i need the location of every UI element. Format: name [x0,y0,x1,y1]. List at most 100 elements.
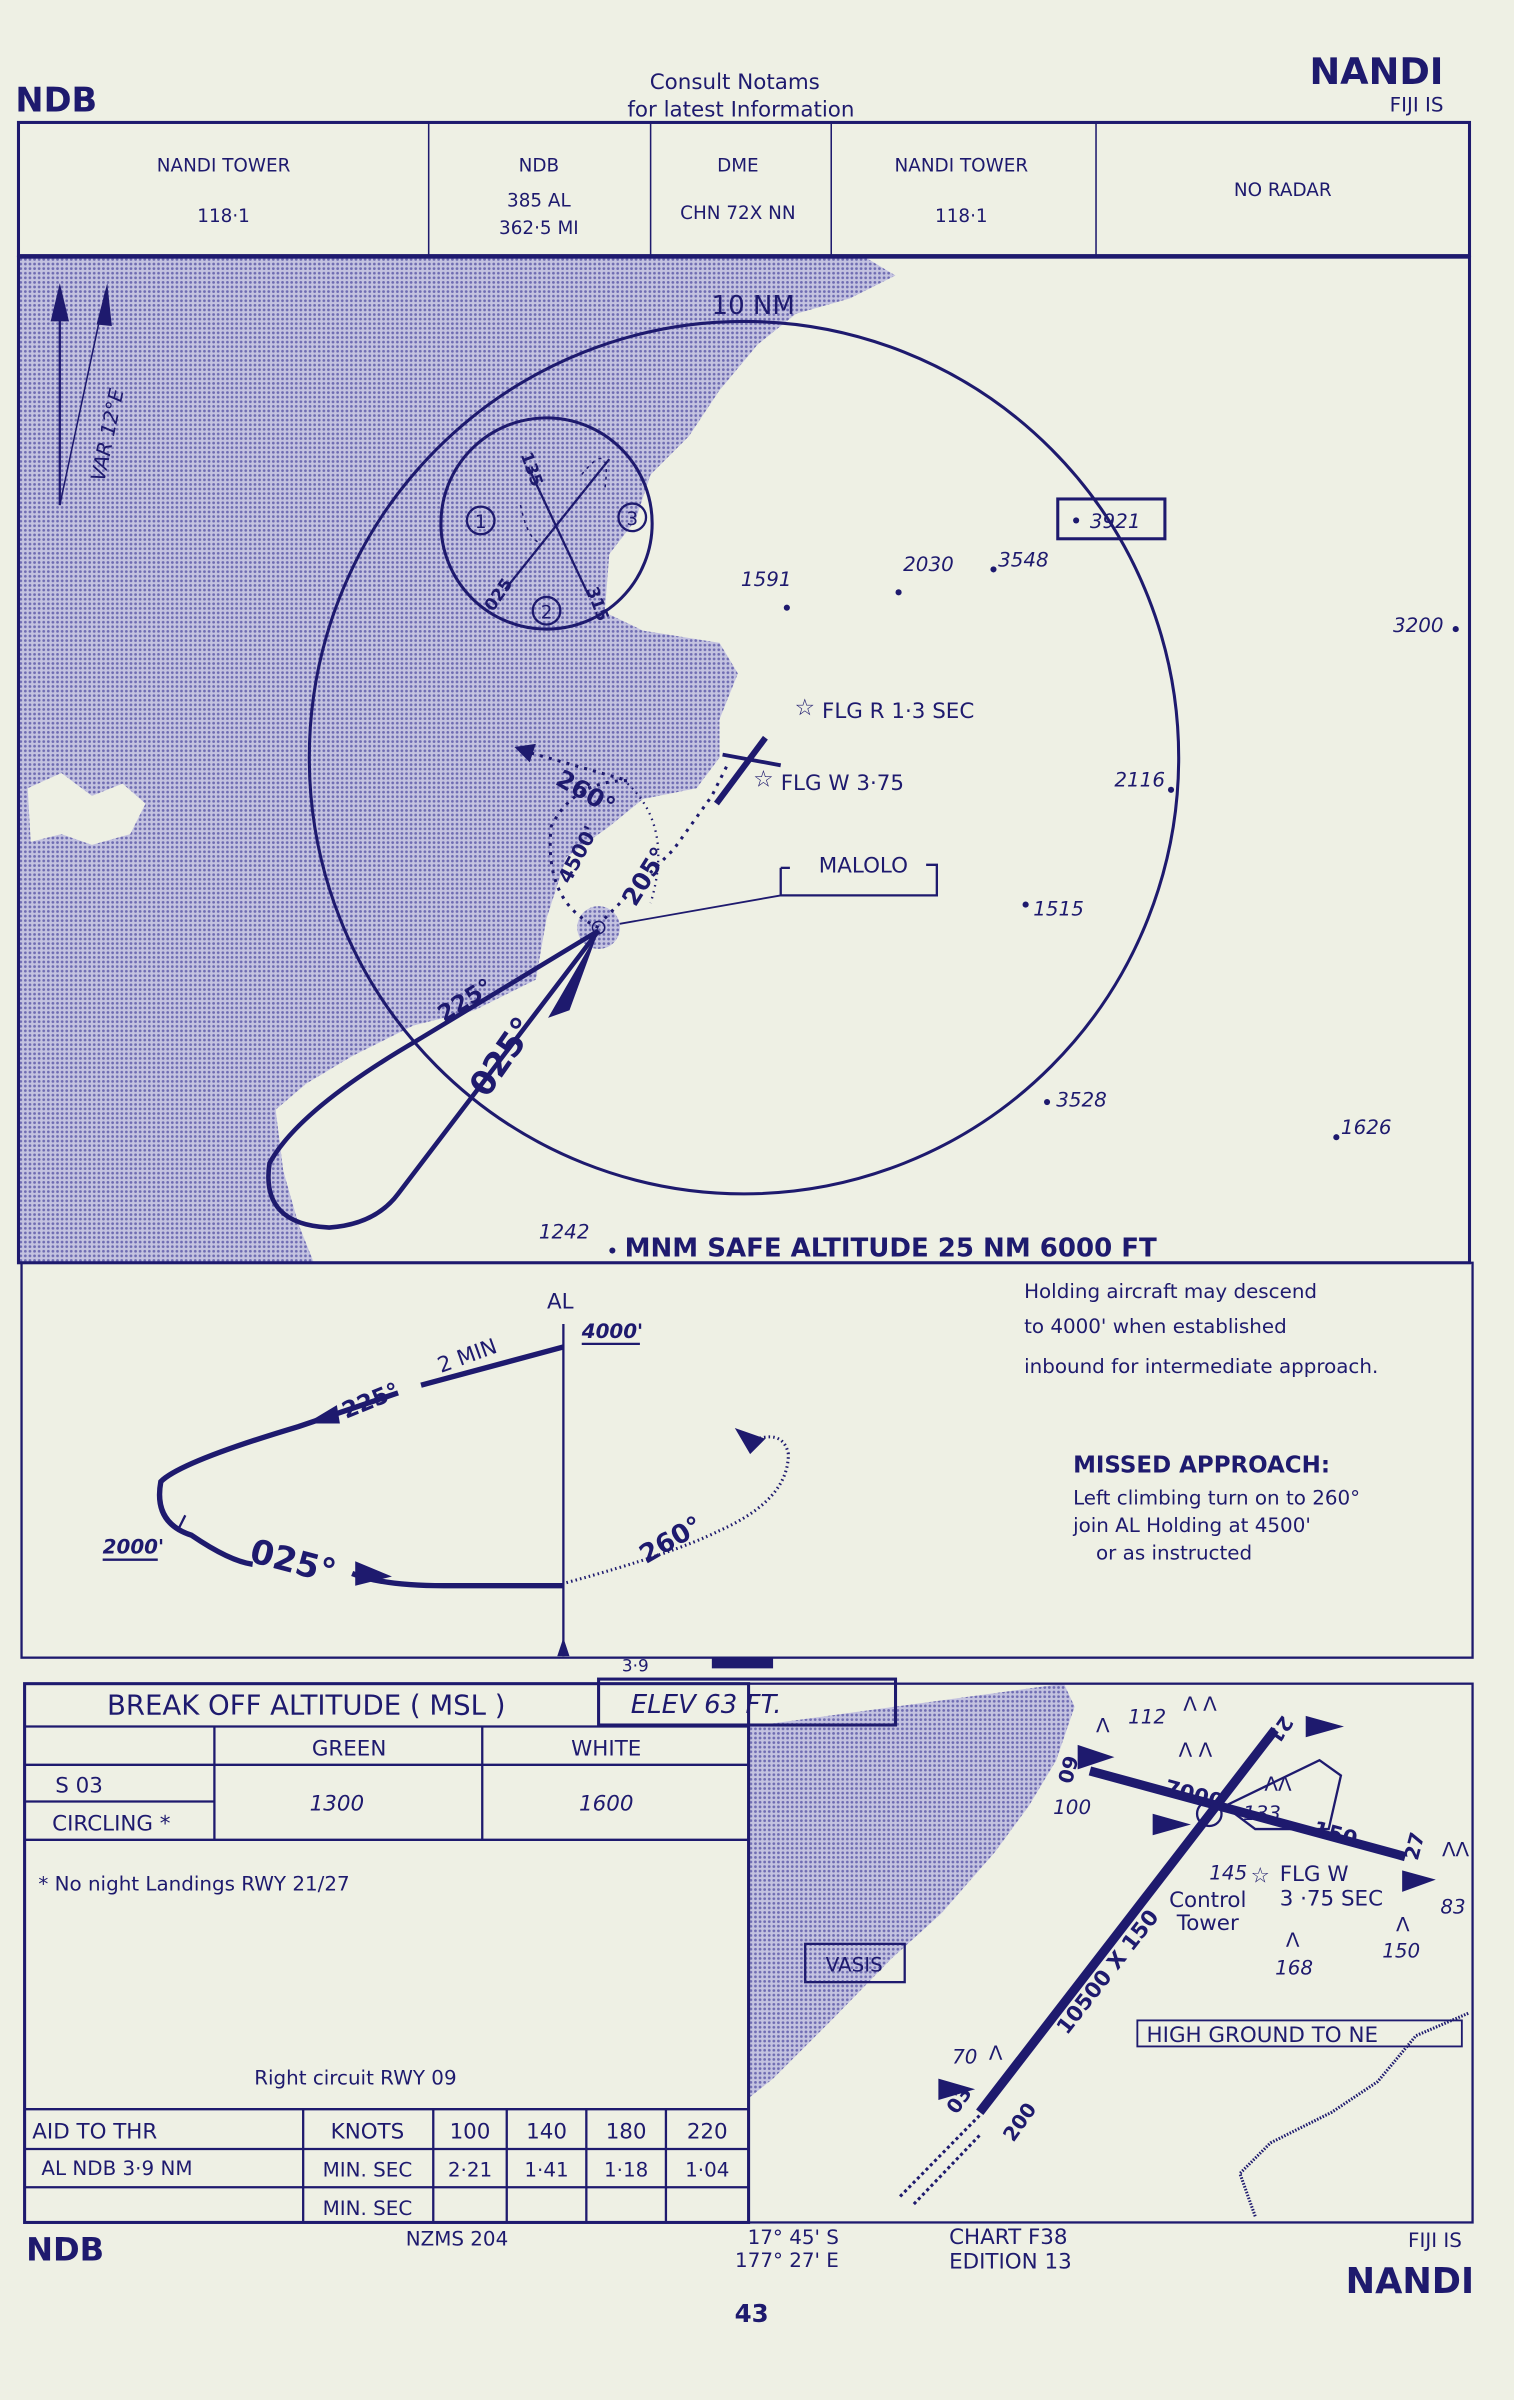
timing-cell: MIN. SEC [323,2197,413,2220]
comm-radar: NO RADAR [1234,180,1332,201]
footer-airport: NANDI [1346,2261,1474,2302]
green-minimum: 1300 [310,1792,364,1817]
distance-label: 3·9 [622,1655,649,1675]
comm-dme-label: DME [717,155,759,176]
runway-width: 150 [1310,1817,1360,1853]
runway-03-21 [976,1726,1279,2116]
obstacle-height: 83 [1440,1895,1465,1918]
column-green: GREEN [312,1737,387,1762]
footer-left-title: NDB [26,2231,104,2269]
obstacle-height: 112 [1128,1705,1166,1728]
timing-cell: AL NDB 3·9 NM [41,2157,192,2180]
high-ground-box [1136,2019,1463,2048]
tower-label: Control [1169,1888,1246,1913]
footer-country: FIJI IS [1408,2229,1462,2252]
obstacle-icon: ΛΛ [1442,1839,1470,1862]
comm-ndb-label: NDB [519,155,559,176]
comm-tower2-freq: 118·1 [935,206,988,227]
track-label: 025° [461,1010,543,1104]
minima-table: BREAK OFF ALTITUDE ( MSL ) GREEN WHITE S… [23,1682,751,2224]
comms-table: NANDI TOWER 118·1 NDB 385 AL 362·5 MI DM… [16,120,1472,258]
missed-approach-profile [566,1435,790,1585]
obstacle-icon: ΛΛ [1264,1773,1292,1796]
spot-height: 1515 [1033,897,1084,920]
timing-header: 140 [526,2119,567,2144]
timing-cell: 1·41 [524,2159,568,2182]
spot-height: 1591 [741,568,792,591]
sea-area [20,257,896,1263]
fix-altitude: 4000' [581,1320,643,1343]
sector-1: 1 [475,512,487,533]
spot-height: 3528 [1056,1089,1107,1112]
timing-header: 220 [687,2119,728,2144]
airport-title: NANDI [1309,50,1443,93]
elevation: ELEV 63 FT. [631,1690,782,1720]
aerodrome-chart: VASIS 10500 X 150 7000 150 03 21 09 27 Λ… [747,1682,1474,2224]
chart-number: CHART F38 [949,2225,1067,2250]
approach-light-icon [938,2078,976,2100]
obstacle-icon: Λ [1096,1715,1110,1738]
obstacle-icon: Λ [989,2042,1003,2065]
star-icon: ☆ [1251,1864,1270,1889]
light-label: FLG R 1·3 SEC [822,699,974,724]
approach-light-icon [1152,1813,1191,1836]
star-icon: ☆ [795,695,816,721]
elevation-box: ELEV 63 FT. [597,1677,898,1727]
obstacle-icon: Λ Λ [1183,1693,1217,1716]
control-tower-icon [1195,1800,1223,1828]
runway-09-27 [1088,1766,1407,1862]
holding-note: inbound for intermediate approach. [1024,1355,1378,1378]
obstacle-height: 150 [1382,1940,1420,1963]
obstacle-height: 133 [1243,1802,1281,1825]
holding-note: Holding aircraft may descend [1024,1280,1317,1303]
column-white: WHITE [571,1737,641,1762]
light-label: FLG W 3·75 [781,771,904,796]
obstacle-height: 100 [1053,1796,1091,1819]
notam-notice-2: for latest Information [627,97,854,122]
timing-header: AID TO THR [32,2119,157,2144]
white-minimum: 1600 [579,1792,633,1817]
sector-2: 2 [541,602,553,623]
fix-label: AL [547,1290,574,1315]
star-icon: ☆ [753,767,774,793]
circuit-note: Right circuit RWY 09 [254,2067,456,2090]
timing-cell: 2·21 [448,2159,492,2182]
profile-view: AL 4000' 2 MIN 225° 025° 2000' 260° 3·9 … [20,1261,1474,1675]
approach-light-icon [1077,1744,1115,1770]
north-arrow-icon [50,283,112,506]
tower-label: Tower [1176,1911,1239,1936]
aerodrome-light-period: 3 ·75 SEC [1280,1887,1383,1912]
outbound-track: 225° [339,1378,404,1424]
spot-height: 3548 [998,548,1049,571]
spot-height: 2116 [1114,769,1165,792]
plan-view: VAR 12°E 10 NM 1 2 3 135 025 315 3921 15… [16,255,1472,1265]
obstacle-icon: Λ Λ [1179,1739,1213,1762]
comm-tower-label: NANDI TOWER [157,155,291,176]
country: FIJI IS [1390,94,1444,117]
missed-approach-track [520,748,629,929]
missed-approach-text: join AL Holding at 4500' [1072,1514,1311,1537]
notam-notice-1: Consult Notams [650,70,820,95]
longitude: 177° 27' E [735,2249,839,2272]
sector-3: 3 [626,509,638,530]
holding-note: to 4000' when established [1024,1315,1287,1338]
missed-approach-title: MISSED APPROACH: [1073,1452,1330,1478]
obstacle-height: 168 [1275,1956,1313,1979]
map-reference: NZMS 204 [406,2227,509,2250]
comm-tower-freq: 118·1 [197,206,250,227]
page-number: 43 [735,2299,769,2328]
procedure-turn [157,1344,565,1589]
runway-dimensions: 10500 X 150 [1052,1905,1164,2039]
obstacle-icon: Λ [1396,1914,1410,1937]
sea-area [750,1683,1075,2097]
approach-light-icon [1305,1715,1344,1738]
comm-ndb-mi: 362·5 MI [499,218,579,239]
holding-pattern [266,928,601,1230]
edition: EDITION 13 [949,2249,1072,2274]
spot-height: 1242 [539,1220,590,1243]
row-circling: CIRCLING * [52,1812,171,1837]
obstacle-height: 70 [952,2045,977,2068]
comm-dme-channel: CHN 72X NN [680,203,795,224]
range-ring [307,319,1181,1196]
